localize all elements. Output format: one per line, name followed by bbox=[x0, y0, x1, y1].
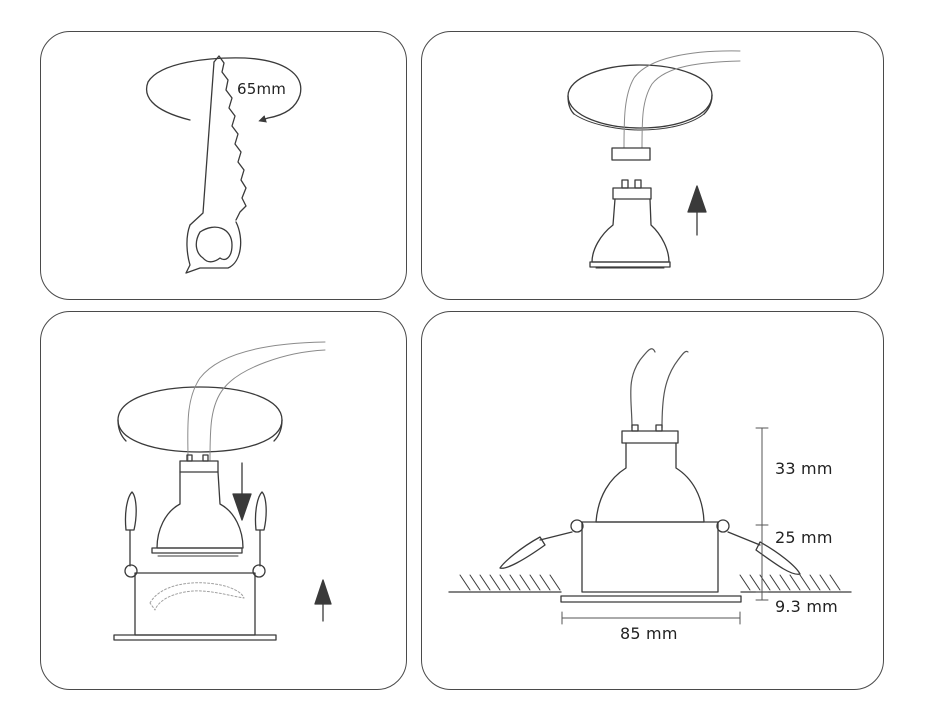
spring-clip-icon bbox=[499, 519, 584, 569]
ceiling-cutout-icon bbox=[117, 386, 283, 453]
ceiling-cutout-icon bbox=[567, 64, 713, 131]
arrow-down-icon bbox=[232, 462, 252, 521]
spring-clip-icon bbox=[124, 491, 138, 578]
lamp-bulb-icon bbox=[595, 424, 705, 523]
step-4-panel bbox=[421, 311, 884, 690]
cable-icon bbox=[630, 348, 689, 429]
step-3-panel bbox=[40, 311, 407, 690]
arrow-up-icon bbox=[314, 579, 332, 622]
spring-clip-icon bbox=[252, 491, 267, 578]
lamp-bulb-icon bbox=[151, 454, 244, 557]
trim-width-label: 85 mm bbox=[620, 624, 678, 643]
step-1-panel bbox=[40, 31, 407, 300]
hole-diameter-label: 65mm bbox=[237, 80, 287, 98]
housing-height-label: 25 mm bbox=[775, 528, 833, 547]
dimension-line-icon bbox=[561, 427, 769, 625]
connector-icon bbox=[611, 147, 651, 161]
housing-icon bbox=[113, 572, 277, 641]
cable-icon bbox=[623, 50, 741, 149]
arrow-up-icon bbox=[687, 185, 707, 236]
hole-circle-icon bbox=[146, 57, 302, 123]
trim-height-label: 9.3 mm bbox=[775, 597, 838, 616]
housing-icon bbox=[560, 521, 742, 603]
spring-clip-icon bbox=[716, 519, 801, 575]
cable-icon bbox=[187, 341, 326, 461]
hole-saw-icon bbox=[185, 55, 247, 274]
step-2-panel bbox=[421, 31, 884, 300]
ceiling-surface-icon bbox=[448, 574, 852, 593]
bulb-height-label: 33 mm bbox=[775, 459, 833, 478]
lamp-bulb-icon bbox=[589, 179, 671, 269]
